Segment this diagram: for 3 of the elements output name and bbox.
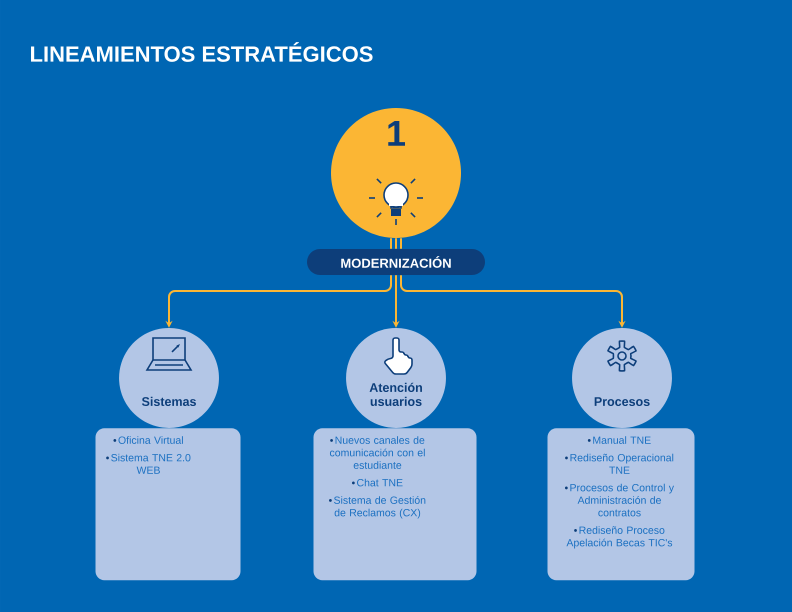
category-pill: MODERNIZACIÓN (307, 249, 485, 275)
arrow (390, 237, 402, 250)
title: LINEAMIENTOS ESTRATÉGICOS (31, 42, 373, 62)
